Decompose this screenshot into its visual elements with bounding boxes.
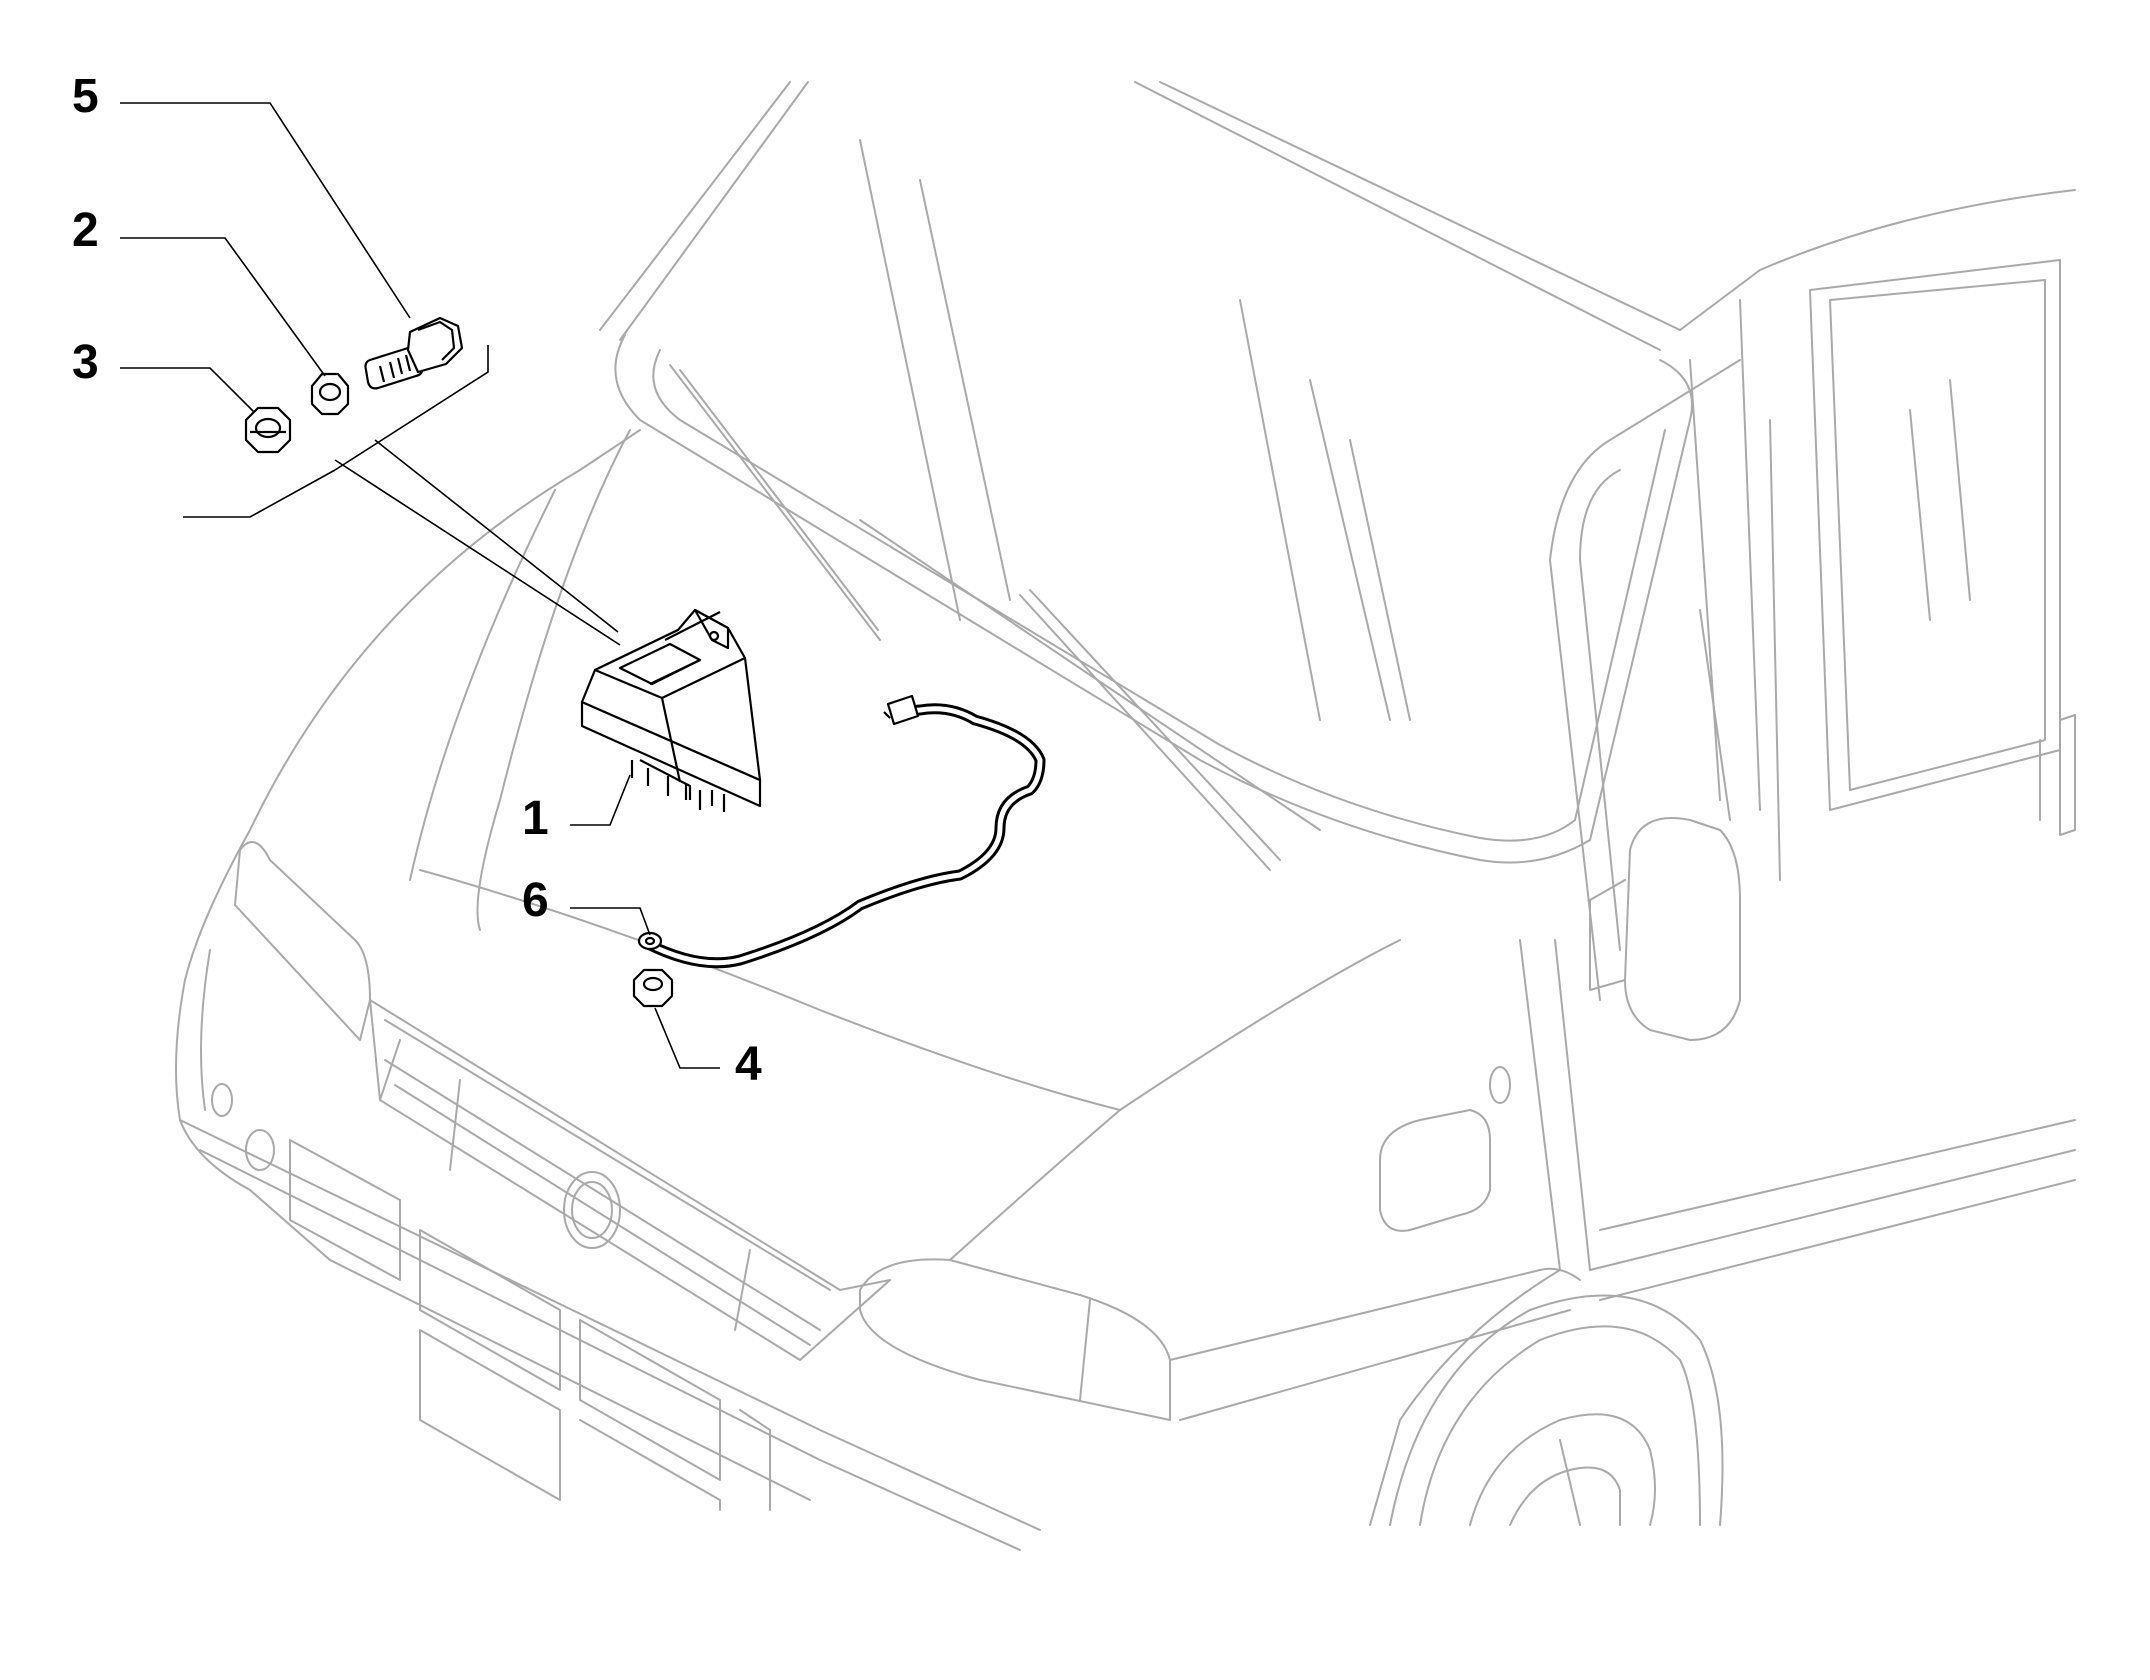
vehicle-outline	[175, 81, 2076, 1551]
leader-6	[570, 907, 651, 936]
callout-labels: 5 2 3 1 6 4	[72, 70, 762, 1091]
leader-1	[570, 774, 631, 826]
leader-3	[120, 367, 255, 413]
bolt-part	[364, 316, 464, 390]
leader-4	[654, 1007, 720, 1069]
ground-nut-part	[632, 968, 674, 1008]
callout-4: 4	[735, 1038, 762, 1091]
callout-5: 5	[72, 70, 99, 123]
callout-1: 1	[522, 792, 549, 845]
nut-part	[244, 406, 292, 454]
leader-2	[120, 237, 326, 377]
fastener-bracket-lines	[183, 345, 621, 646]
callout-3: 3	[72, 336, 99, 389]
control-unit-part	[580, 608, 762, 812]
leader-5	[120, 102, 411, 319]
leader-lines	[120, 102, 720, 1069]
washer-part	[310, 372, 350, 416]
callout-6: 6	[522, 874, 549, 927]
callout-2: 2	[72, 204, 99, 257]
